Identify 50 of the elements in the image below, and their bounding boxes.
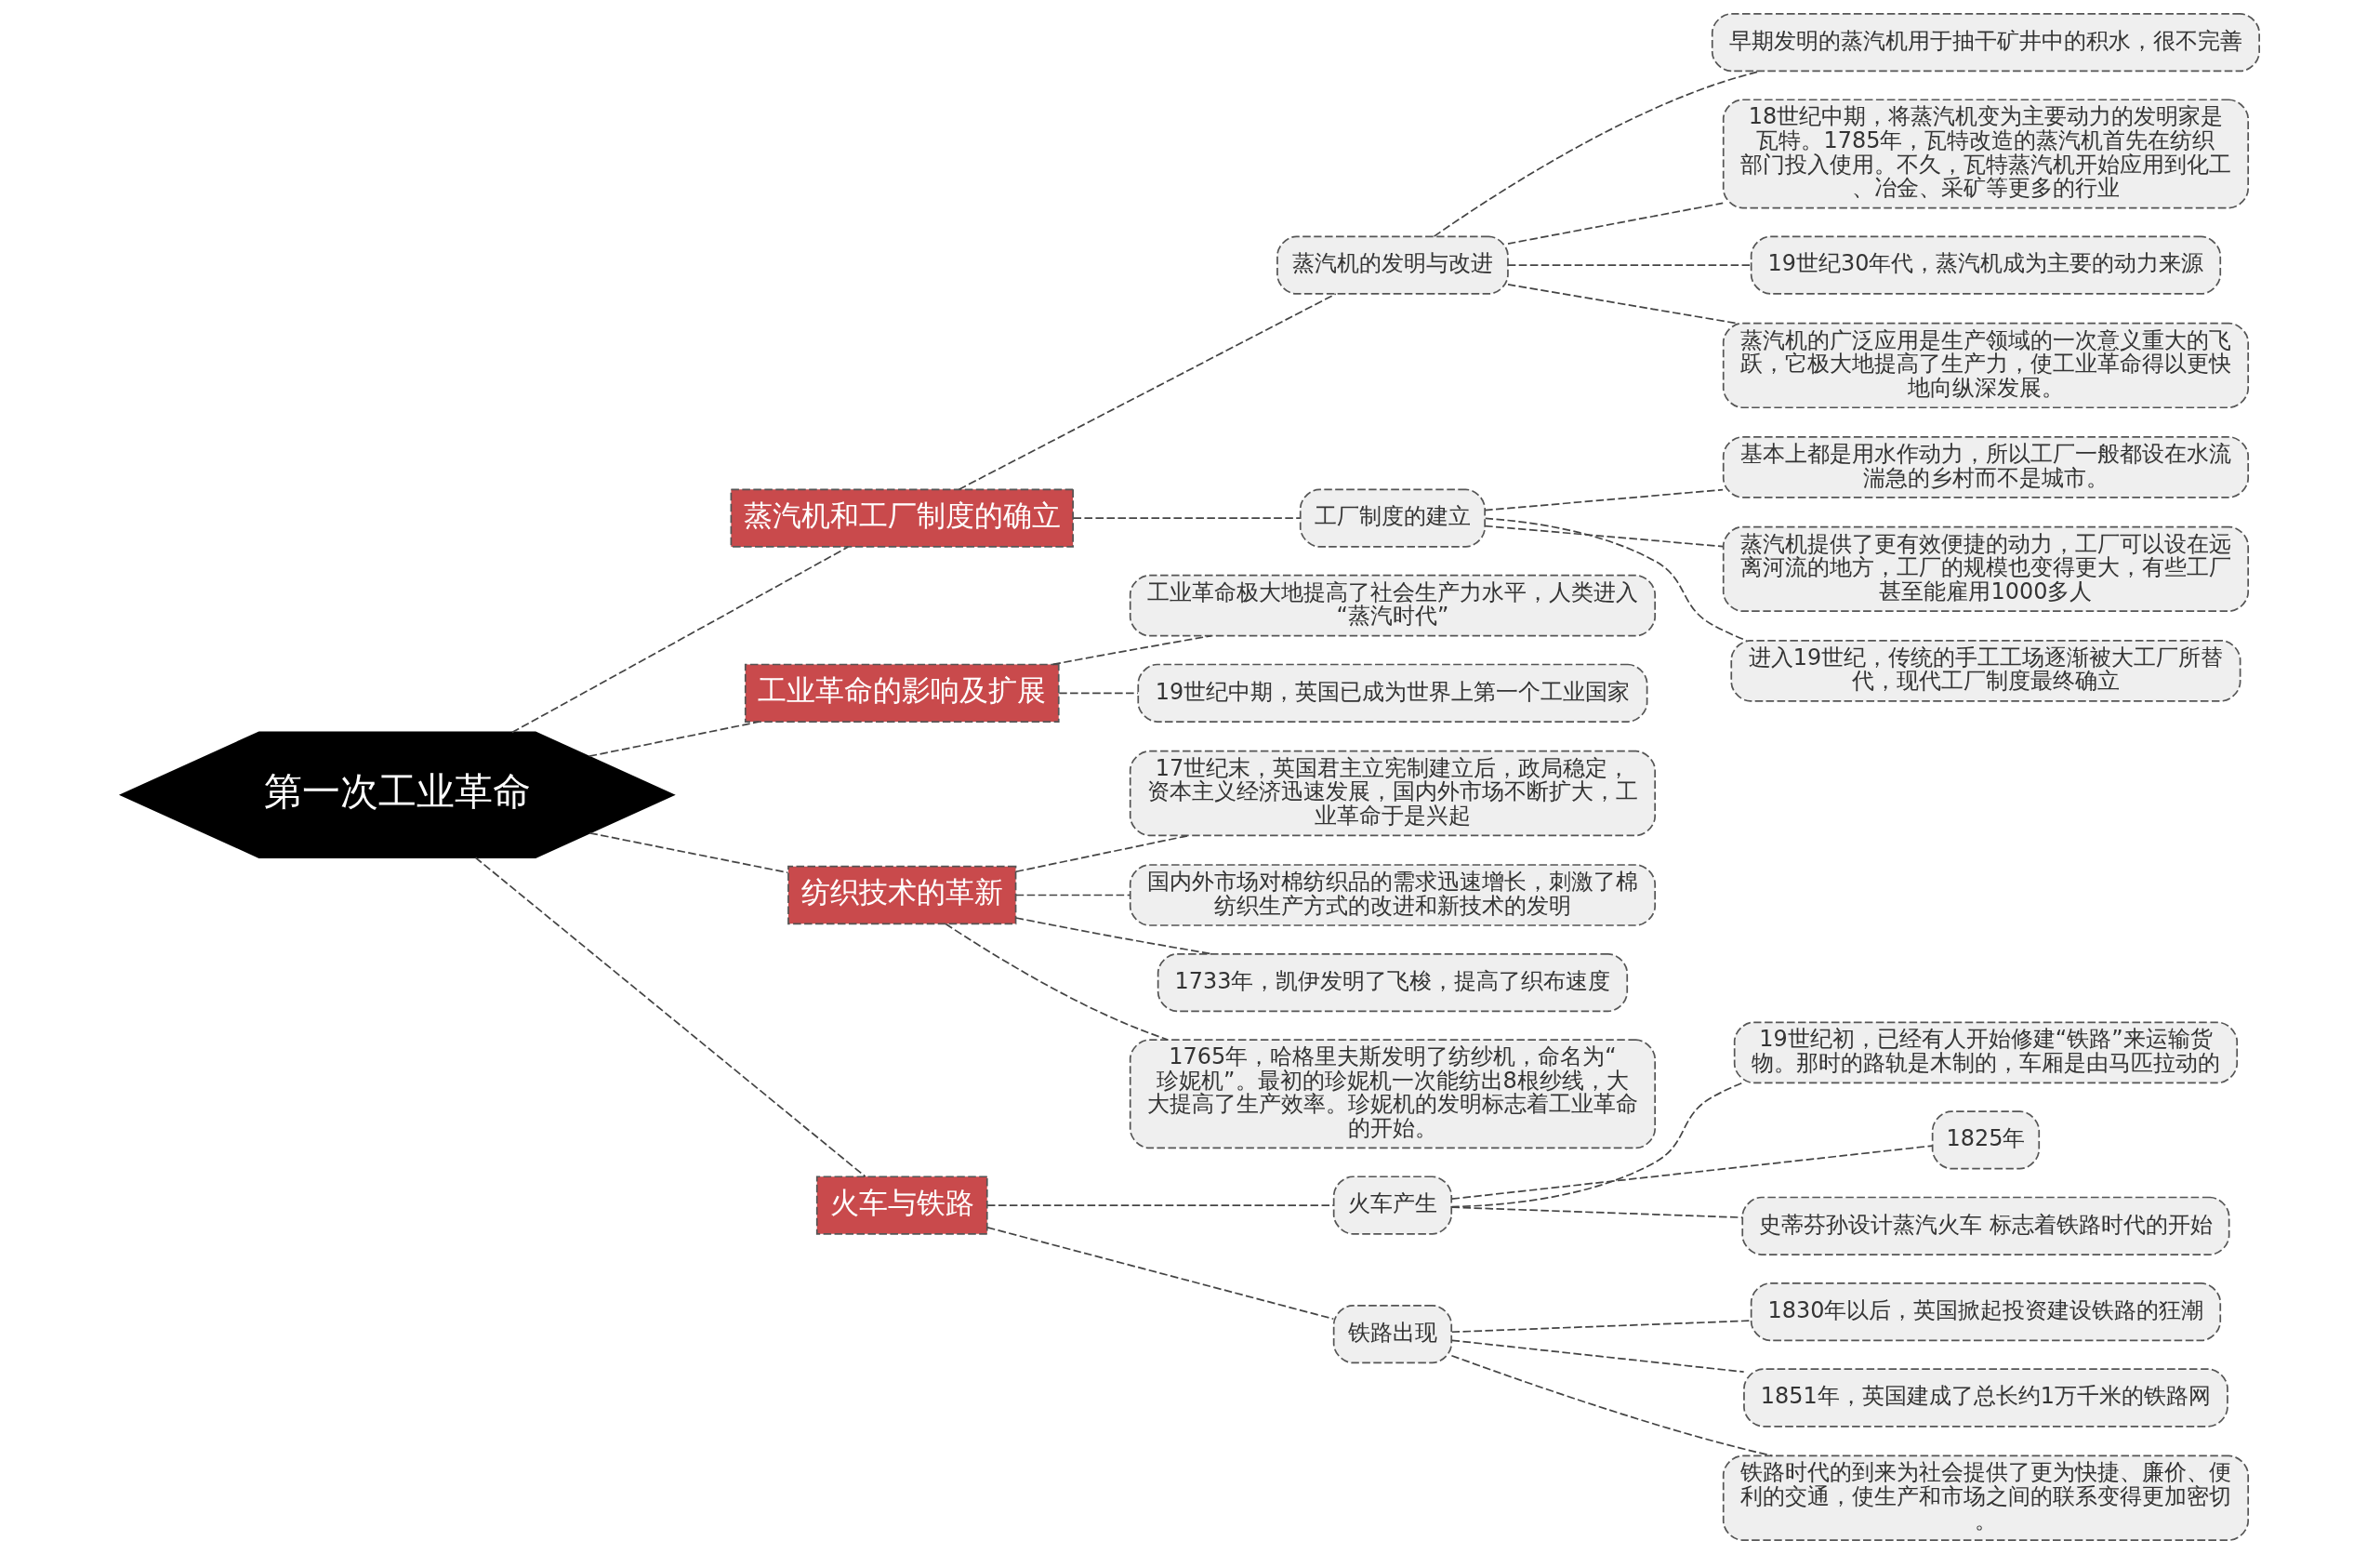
node-box: 19世纪初，已经有人开始修建“铁路”来运输货物。那时的路轨是木制的，车厢是由马匹拉动的: [1733, 1021, 2239, 1084]
node-box: 工业革命的影响及扩展: [744, 663, 1060, 723]
node-box: 国内外市场对棉纺织品的需求迅速增长，刺激了棉纺织生产方式的改进和新技术的发明: [1129, 864, 1657, 926]
connector: [1051, 634, 1212, 666]
node-box: 蒸汽机的发明与改进: [1276, 235, 1509, 295]
node-box: 18世纪中期，将蒸汽机变为主要动力的发明家是瓦特。1785年，瓦特改造的蒸汽机首先在纺织部门投入使用。不久，瓦特蒸汽机开始应用到化工、冶金、采矿等更多的行业: [1722, 99, 2250, 209]
connector: [1507, 264, 1752, 266]
connector: [1450, 1206, 1744, 1219]
node-box: 17世纪末，英国君主立宪制建立后，政局稳定，资本主义经济迅速发展，国内外市场不断扩大，工业革命于是兴起: [1129, 750, 1657, 837]
node-box: 19世纪中期，英国已成为世界上第一个工业国家: [1137, 663, 1648, 723]
connector: [1450, 1320, 1752, 1334]
connector: [986, 1227, 1335, 1321]
node-box: 进入19世纪，传统的手工工场逐渐被大工厂所替代，现代工厂制度最终确立: [1730, 639, 2241, 702]
node-box: 1825年: [1931, 1110, 2041, 1170]
connector: [1507, 202, 1725, 245]
connector: [986, 1204, 1335, 1206]
node-box: 蒸汽机的广泛应用是生产领域的一次意义重大的飞跃，它极大地提高了生产力，使工业革命得以更快地向纵深发展。: [1722, 322, 2250, 409]
node-box: 1830年以后，英国掀起投资建设铁路的狂潮: [1750, 1282, 2222, 1342]
node-box: 19世纪30年代，蒸汽机成为主要的动力来源: [1750, 235, 2222, 295]
node-box: 史蒂芬孙设计蒸汽火车 标志着铁路时代的开始: [1741, 1196, 2230, 1255]
connector: [1072, 517, 1301, 519]
node-box: 早期发明的蒸汽机用于抽干矿井中的积水，很不完善: [1711, 13, 2260, 73]
connector: [958, 293, 1337, 491]
connector: [1484, 525, 1724, 548]
connector: [1484, 488, 1724, 511]
node-box: 工业革命极大地提高了社会生产力水平，人类进入“蒸汽时代”: [1129, 574, 1657, 637]
connector: [1015, 894, 1131, 897]
connector: [945, 923, 1169, 1041]
node-box: 铁路时代的到来为社会提供了更为快捷、廉价、便利的交通，使生产和市场之间的联系变得更加密切。: [1722, 1454, 2250, 1541]
node-box: 火车产生: [1332, 1175, 1453, 1235]
node-box: 1851年，英国建成了总长约1万千米的铁路网: [1743, 1368, 2228, 1428]
node-box: 火车与铁路: [815, 1175, 988, 1235]
node-box: 1765年，哈格里夫斯发明了纺纱机，命名为“珍妮机”。最初的珍妮机一次能纺出8根纱线，大大提高了生产效率。珍妮机的发明标志着工业革命的开始。: [1129, 1039, 1657, 1149]
node-box: 蒸汽机提供了更有效便捷的动力，工厂可以设在远离河流的地方，工厂的规模也变得更大，有些工厂甚至能雇用1000多人: [1722, 525, 2250, 613]
connector: [1450, 1339, 1745, 1373]
connector: [1484, 517, 1748, 642]
node-box: 工厂制度的建立: [1299, 488, 1486, 548]
connector: [510, 546, 850, 734]
node-box: 蒸汽机和工厂制度的确立: [730, 488, 1074, 548]
node-box: 基本上都是用水作动力，所以工厂一般都设在水流湍急的乡村而不是城市。: [1722, 436, 2250, 498]
node-box: 纺织技术的革新: [787, 865, 1017, 925]
node-box: 铁路出现: [1332, 1304, 1453, 1364]
node-box: 1733年，凯伊发明了飞梭，提高了织布速度: [1157, 952, 1629, 1013]
connector: [588, 831, 789, 874]
connector: [588, 721, 760, 758]
connector: [1058, 692, 1139, 695]
connector: [1015, 834, 1190, 873]
connector: [1450, 1145, 1934, 1201]
connector: [474, 857, 866, 1177]
connector: [1507, 284, 1737, 325]
